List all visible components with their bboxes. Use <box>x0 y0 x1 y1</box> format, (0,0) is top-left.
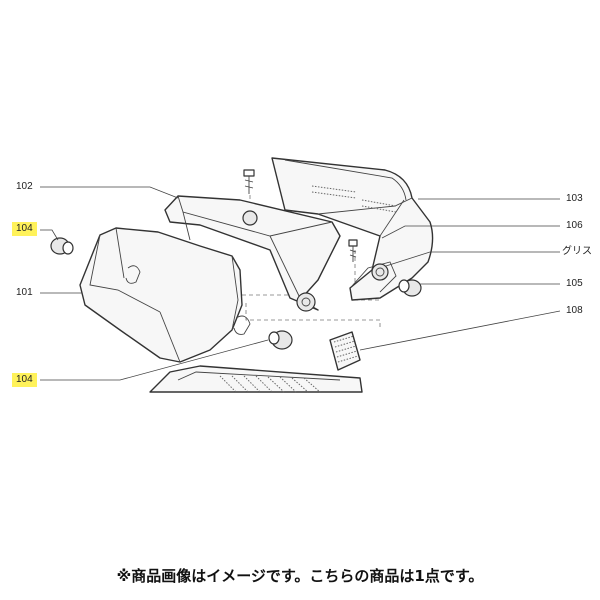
label-101: 101 <box>16 287 33 298</box>
label-108: 108 <box>566 305 583 316</box>
part-105-knob <box>398 279 422 297</box>
image-disclaimer-caption: ※商品画像はイメージです。こちらの商品は1点です。 <box>116 567 484 585</box>
label-106: 106 <box>566 220 583 231</box>
label-103: 103 <box>566 193 583 204</box>
part-101-front-housing <box>79 227 251 363</box>
part-103-rear-cover <box>271 157 434 301</box>
top-screw <box>243 169 255 194</box>
part-108-filter <box>329 331 361 371</box>
bottom-tray <box>149 365 363 393</box>
label-grease: グリス <box>562 246 592 257</box>
label-102: 102 <box>16 181 33 192</box>
label-104-highlighted-top: 104 <box>12 222 37 236</box>
part-104-knob-bottom <box>268 330 293 350</box>
label-104-highlighted-bottom: 104 <box>12 373 37 387</box>
part-106-screw <box>348 239 358 262</box>
label-105: 105 <box>566 278 583 289</box>
part-104-knob-left <box>50 237 74 255</box>
leader-lines <box>40 186 561 381</box>
